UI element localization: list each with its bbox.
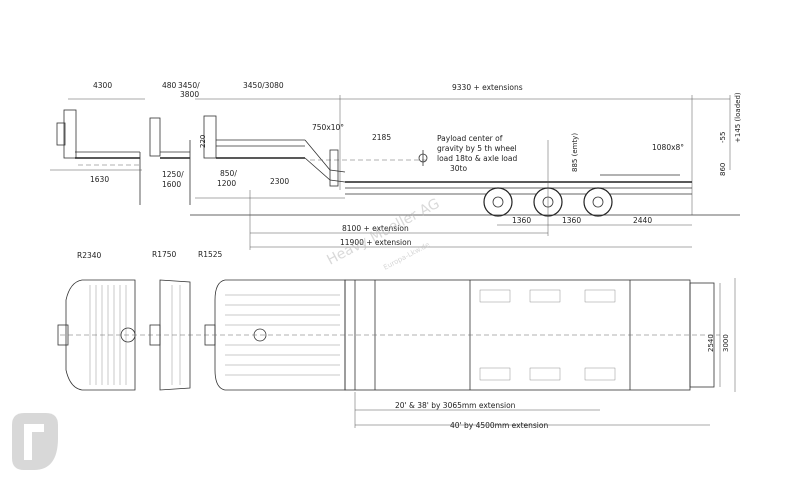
payload-note: Payload center of gravity by 5 th wheel … [437,134,517,173]
dim-2440: 2440 [633,216,652,225]
dim-480: 480 [162,81,177,90]
top-main-trailer [60,279,720,391]
dim-750: 750x10° [312,123,344,132]
dim-8100: 8100 + extension [342,224,409,233]
dim-9330: 9330 + extensions [452,83,523,92]
radius-1750: R1750 [152,250,177,259]
payload-line-1: Payload center of [437,134,503,143]
payload-line-3: load 18to & axle load [437,154,517,163]
dim-860: 860 [719,163,727,176]
extension-40: 40' by 4500mm extension [450,421,548,430]
dim-11900: 11900 + extension [340,238,412,247]
side-module-2 [149,117,191,205]
dim-2540: 2540 [707,334,715,352]
dim-1600: 1600 [162,180,181,189]
dim-2300: 2300 [270,177,289,186]
dim-3450a: 3450/ [178,81,200,90]
dim-2185: 2185 [372,133,391,142]
dim-1360a: 1360 [512,216,531,225]
dim-1630: 1630 [90,175,109,184]
dim-4300: 4300 [93,81,112,90]
dim-220: 220 [199,135,207,148]
radius-1525: R1525 [198,250,223,259]
dim-1250: 1250/ [162,170,184,179]
dim-minus-55: -55 [719,132,727,143]
radius-2340: R2340 [77,251,102,260]
dim-885: 885 (emty) [571,133,579,172]
dim-850: 850/ [220,169,237,178]
extension-20-38: 20' & 38' by 3065mm extension [395,401,516,410]
dim-1200: 1200 [217,179,236,188]
dim-1360b: 1360 [562,216,581,225]
watermark-logo-icon [12,413,58,470]
payload-line-2: gravity by 5 th wheel [437,144,517,153]
payload-line-4: 30to [450,164,467,173]
dim-3450-3080: 3450/3080 [243,81,284,90]
side-main-trailer [203,115,692,195]
dim-1080: 1080x8° [652,143,684,152]
dim-3000: 3000 [722,334,730,352]
dim-plus-145: +145 (loaded) [734,92,742,143]
side-module-1 [56,98,145,205]
dim-3800: 3800 [180,90,199,99]
